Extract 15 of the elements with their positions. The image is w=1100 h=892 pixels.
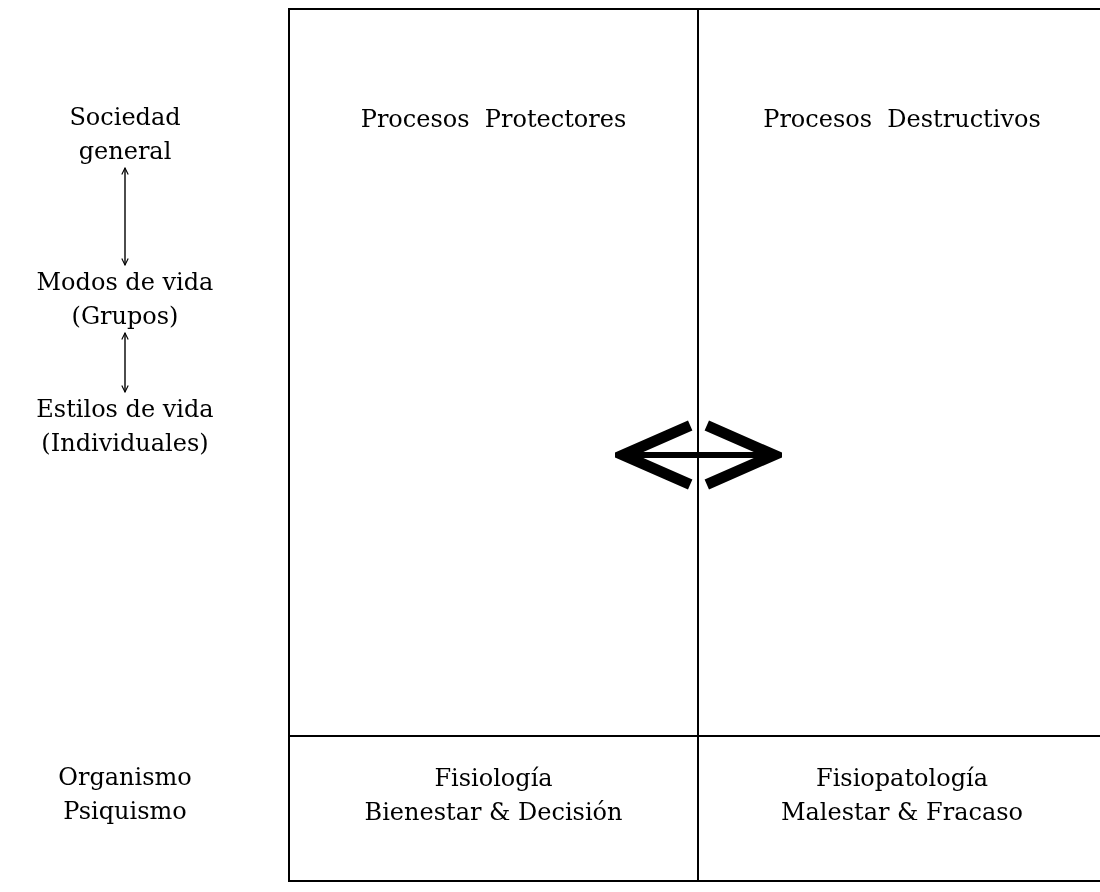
level-label: Sociedad general	[68, 102, 182, 167]
cell-heading: Fisiología	[433, 763, 554, 794]
cell-text: Malestar & Fracaso	[779, 797, 1025, 828]
table-cell	[288, 735, 699, 882]
level-label: Modos de vida (Grupos)	[35, 267, 215, 332]
cell-text: Bienestar & Decisión	[363, 797, 624, 828]
cell-heading: Fisiopatología	[815, 763, 989, 794]
cell-heading: Procesos Protectores	[359, 104, 628, 135]
row-label: Organismo Psiquismo	[57, 762, 193, 827]
level-label: Estilos de vida (Individuales)	[35, 394, 215, 459]
double-arrow	[617, 420, 780, 490]
cell-heading: Procesos Destructivos	[762, 104, 1042, 135]
table-cell	[288, 8, 699, 737]
double-arrow	[121, 332, 129, 393]
double-arrow	[121, 167, 129, 266]
